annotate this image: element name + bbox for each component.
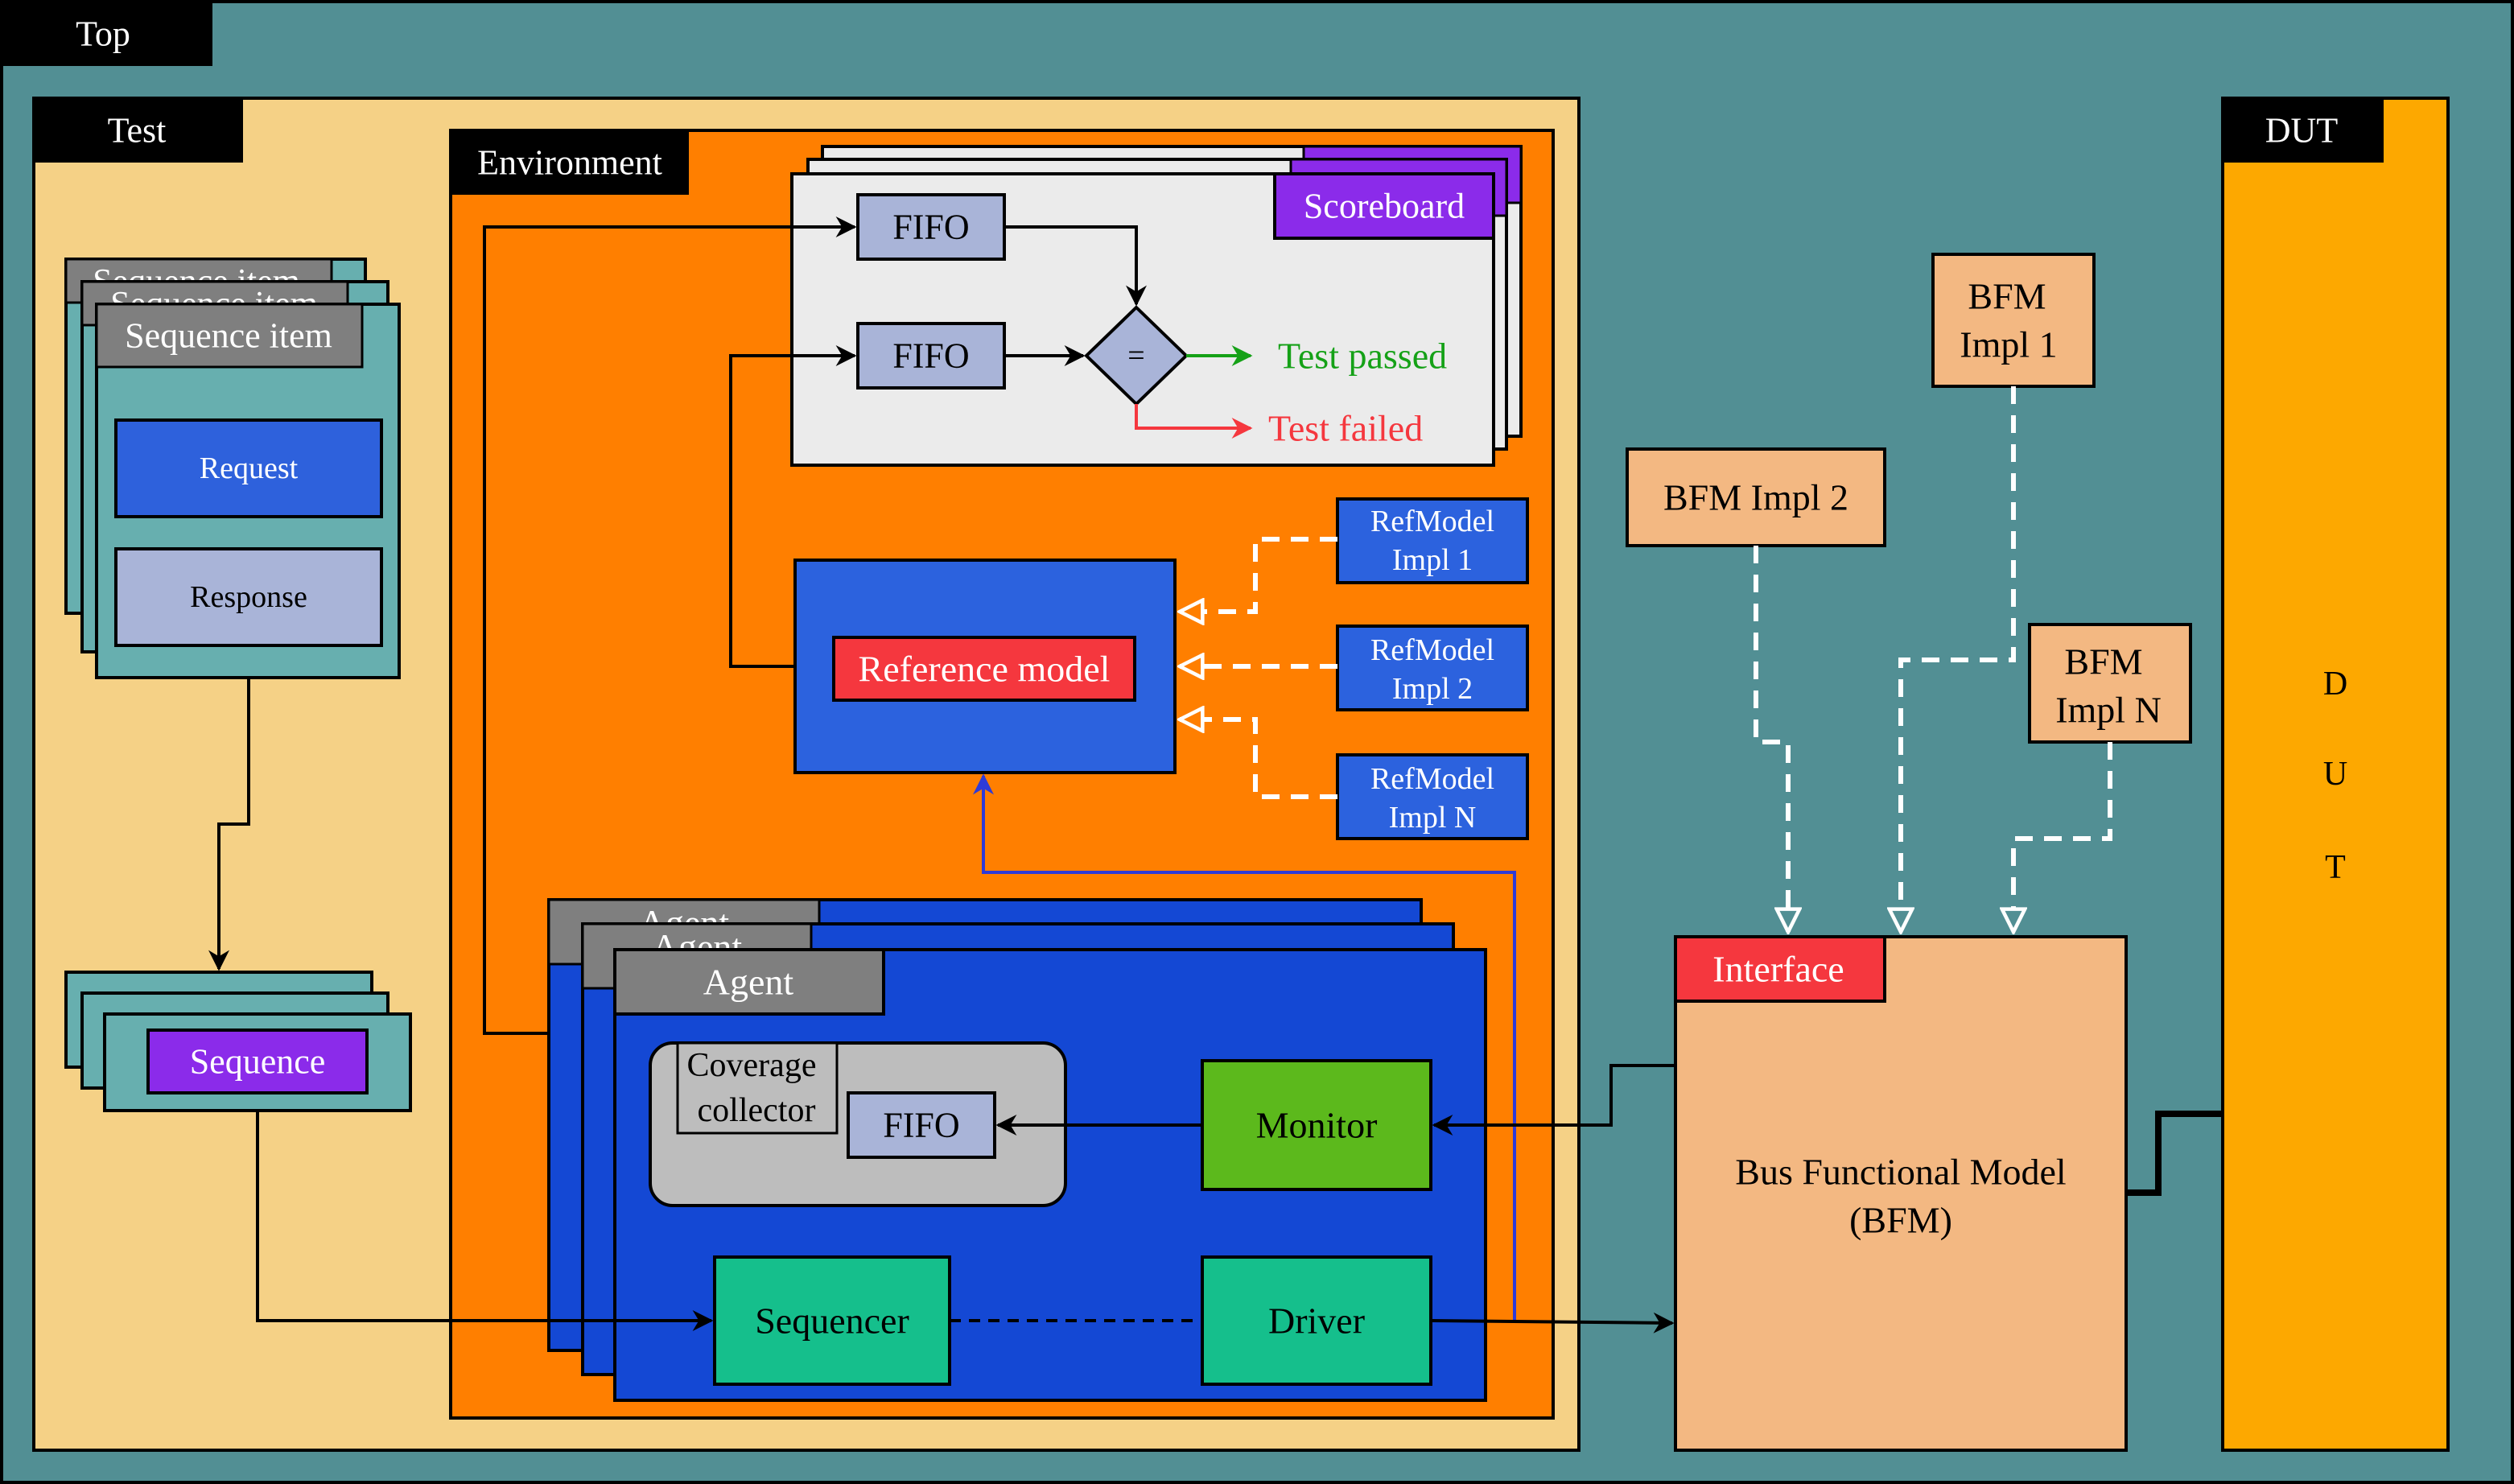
top-label: Top — [76, 14, 130, 54]
refmodel-impl-arrows — [1180, 537, 1337, 799]
scoreboard-fifo-2 — [856, 322, 1006, 390]
top-tab — [2, 2, 212, 66]
refmodel-impl-n-arrow — [1180, 719, 1337, 799]
interface-label: Interface — [1712, 949, 1844, 990]
monitor-box — [1201, 1059, 1432, 1191]
test-passed-label: Test passed — [1278, 336, 1447, 377]
bfm-dut-bus — [2126, 1111, 2223, 1196]
refmodel-impl-2-line2: Impl 2 — [1392, 672, 1473, 706]
scoreboard-fifo-2-label: FIFO — [892, 336, 969, 376]
sequence-to-sequencer — [256, 1111, 714, 1331]
seqitem-to-sequence-arrow — [208, 678, 250, 971]
agent-tab — [613, 948, 885, 1016]
sequence-item-label: Sequence item — [125, 316, 332, 356]
response-label: Response — [190, 580, 307, 614]
compare-label: = — [1127, 339, 1144, 373]
bfm-impl-2-label: BFM Impl 2 — [1663, 477, 1848, 518]
dut-vertical-d: D — [2323, 666, 2347, 703]
bfm-impl-2 — [1626, 447, 1886, 547]
test-failed-label: Test failed — [1268, 408, 1423, 449]
bfm-label-line2: (BFM) — [1849, 1200, 1952, 1241]
dut-box — [2221, 97, 2450, 1452]
sequencer-box — [713, 1255, 951, 1386]
scoreboard-tab — [1273, 172, 1495, 240]
agent-fifo — [847, 1091, 996, 1159]
bfm-label-line1: Bus Functional Model — [1735, 1152, 2066, 1193]
dut-tab — [2223, 98, 2384, 163]
bfm-impl-1 — [1931, 253, 2096, 388]
bfm-impl-1-arrow — [1901, 386, 2016, 932]
driver-label: Driver — [1268, 1301, 1365, 1342]
coverage-collector-line2: collector — [698, 1092, 816, 1129]
sequencer-label: Sequencer — [755, 1301, 909, 1342]
bfm-impl-n-line1: BFM — [2064, 641, 2142, 682]
bfm-impl-arrows — [1754, 386, 2112, 932]
sequence-item-stack: Sequence item Sequence item Sequence ite… — [64, 258, 401, 679]
bfm-impl-n-arrow — [2013, 742, 2112, 932]
sequence-item-tab — [95, 303, 364, 369]
agent-label: Agent — [703, 962, 794, 1003]
refmodel-impl-1-line1: RefModel — [1370, 505, 1494, 538]
interface-tab — [1674, 935, 1886, 1003]
bfm-impl-1-line1: BFM — [1968, 276, 2046, 317]
refmodel-impl-n-line2: Impl N — [1389, 801, 1477, 835]
scoreboard-fifo-1-label: FIFO — [892, 208, 969, 247]
refmodel-impl-1-line2: Impl 1 — [1392, 543, 1473, 577]
response-box — [114, 547, 383, 647]
driver-box — [1201, 1255, 1432, 1386]
refmodel-impl-1-arrow — [1180, 537, 1337, 612]
scoreboard-label: Scoreboard — [1304, 187, 1465, 226]
dut-vertical-t: T — [2325, 849, 2346, 886]
scoreboard-stack: Scoreboard FIFO FIFO = Test passed Test … — [790, 145, 1523, 467]
scoreboard-fifo-1 — [856, 193, 1006, 261]
request-box — [114, 418, 383, 518]
compare-to-fail — [1135, 404, 1253, 439]
dut-vertical-u: U — [2323, 756, 2347, 793]
coverage-collector-tab — [676, 1041, 839, 1135]
environment-tab — [451, 130, 689, 195]
request-label: Request — [200, 451, 299, 485]
sequence-label: Sequence — [190, 1042, 326, 1082]
reference-model-label: Reference model — [859, 649, 1111, 690]
fifo1-to-compare — [1004, 225, 1147, 307]
coverage-collector-line1: Coverage — [687, 1047, 817, 1084]
driver-to-bfm — [1430, 1312, 1675, 1334]
agent-stack: Agent Agent Agent Coverage collector FIF… — [547, 898, 1487, 1402]
sequence-stack: Sequence — [64, 971, 412, 1112]
driver-to-refmodel — [973, 773, 1516, 1321]
bfm-impl-n-line2: Impl N — [2055, 690, 2162, 731]
reference-model-box — [832, 636, 1136, 702]
dut-label: DUT — [2265, 111, 2339, 150]
bfm-box — [1674, 935, 2128, 1452]
refmodel-impl-1 — [1336, 497, 1529, 584]
refmodel-to-scoreboard-fifo-2 — [729, 345, 857, 668]
monitor-label: Monitor — [1256, 1105, 1378, 1146]
refmodel-impl-n — [1336, 753, 1529, 840]
refmodel-impl-2-line1: RefModel — [1370, 633, 1494, 667]
bfm-to-monitor — [1432, 1064, 1675, 1136]
bfm-impl-2-arrow — [1754, 546, 1788, 932]
environment-label: Environment — [477, 143, 662, 183]
test-label: Test — [108, 111, 167, 150]
refmodel-impl-n-line1: RefModel — [1370, 762, 1494, 796]
bfm-impl-1-line2: Impl 1 — [1960, 324, 2057, 365]
agent-to-scoreboard-fifo-1 — [483, 216, 857, 1035]
sequence-box — [146, 1028, 369, 1094]
test-tab — [34, 98, 243, 163]
bfm-impl-n — [2028, 623, 2192, 744]
agent-fifo-label: FIFO — [883, 1106, 959, 1145]
